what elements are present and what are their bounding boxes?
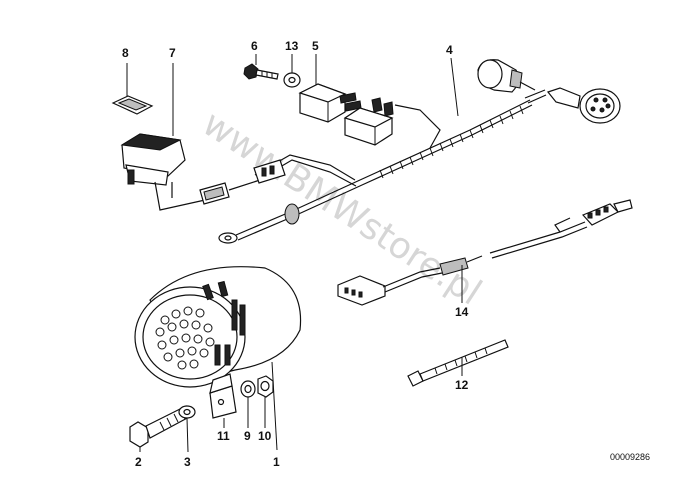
callout-10: 10 — [258, 429, 272, 443]
nut-part — [257, 375, 274, 428]
washer-part-9 — [240, 380, 256, 428]
cable-tie-part — [407, 339, 509, 387]
callout-7: 7 — [169, 46, 176, 60]
horn-part — [134, 266, 302, 451]
callout-14: 14 — [455, 305, 469, 319]
diagram-code: 00009286 — [610, 452, 650, 462]
washer-part-3 — [178, 405, 196, 453]
callout-2: 2 — [135, 455, 142, 469]
callout-5: 5 — [312, 39, 319, 53]
callout-11: 11 — [217, 429, 230, 443]
callout-12: 12 — [455, 378, 469, 392]
switch-part — [120, 63, 261, 211]
screw-part — [243, 54, 279, 80]
callout-13: 13 — [285, 39, 299, 53]
cover-plate-part — [111, 63, 154, 115]
callout-4: 4 — [446, 43, 453, 57]
callout-3: 3 — [184, 455, 191, 469]
round-connector-left — [477, 59, 536, 93]
harness-wrap-ribs — [379, 105, 524, 179]
horn-slots — [202, 280, 246, 366]
callout-1: 1 — [273, 455, 280, 469]
cable-part — [337, 199, 633, 306]
bracket-part — [209, 373, 237, 428]
callout-9: 9 — [244, 429, 251, 443]
callout-8: 8 — [122, 46, 129, 60]
relay-part — [298, 54, 394, 146]
wiring-harness-part — [218, 57, 547, 244]
callout-6: 6 — [251, 39, 258, 53]
washer-part-13 — [283, 54, 301, 88]
round-connector-right — [546, 87, 621, 124]
horn-grille-holes — [155, 306, 215, 370]
